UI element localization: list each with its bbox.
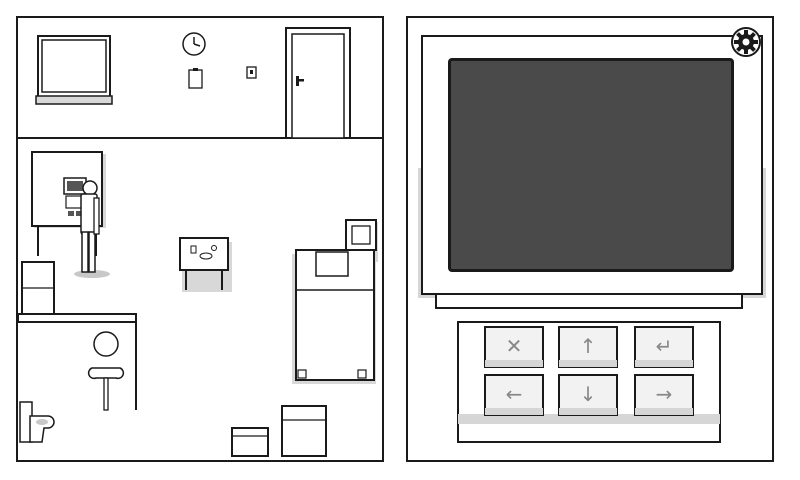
desk-with-computer[interactable] xyxy=(31,151,106,256)
right-key[interactable]: → xyxy=(634,374,694,416)
light-switch[interactable] xyxy=(246,66,257,79)
computer-screen[interactable] xyxy=(448,58,734,272)
settings-button[interactable] xyxy=(730,26,762,58)
arrow-left-icon: ← xyxy=(505,382,523,406)
door[interactable] xyxy=(285,27,351,139)
cabinet[interactable] xyxy=(281,405,327,457)
up-key[interactable]: ↑ xyxy=(558,326,618,368)
player-character[interactable] xyxy=(74,180,110,278)
close-icon: ✕ xyxy=(505,334,523,358)
bathroom-sink[interactable] xyxy=(87,331,125,411)
gear-icon xyxy=(731,27,761,57)
wall-notice[interactable] xyxy=(188,68,203,89)
room-view[interactable] xyxy=(16,16,384,462)
window[interactable] xyxy=(35,35,113,105)
small-table[interactable] xyxy=(179,237,232,292)
computer-terminal: ✕ ↑ ↵ ← ↓ → xyxy=(406,16,774,462)
left-key[interactable]: ← xyxy=(484,374,544,416)
shelf[interactable] xyxy=(21,261,55,315)
toilet[interactable] xyxy=(19,401,55,443)
down-key[interactable]: ↓ xyxy=(558,374,618,416)
enter-key[interactable]: ↵ xyxy=(634,326,694,368)
room-scene xyxy=(18,27,382,457)
enter-icon: ↵ xyxy=(655,334,673,358)
arrow-down-icon: ↓ xyxy=(579,382,597,406)
cancel-key[interactable]: ✕ xyxy=(484,326,544,368)
storage-box[interactable] xyxy=(231,427,269,457)
bed[interactable] xyxy=(292,249,376,384)
arrow-right-icon: → xyxy=(655,382,673,406)
arrow-up-icon: ↑ xyxy=(579,334,597,358)
wall-clock-icon[interactable] xyxy=(182,32,206,56)
